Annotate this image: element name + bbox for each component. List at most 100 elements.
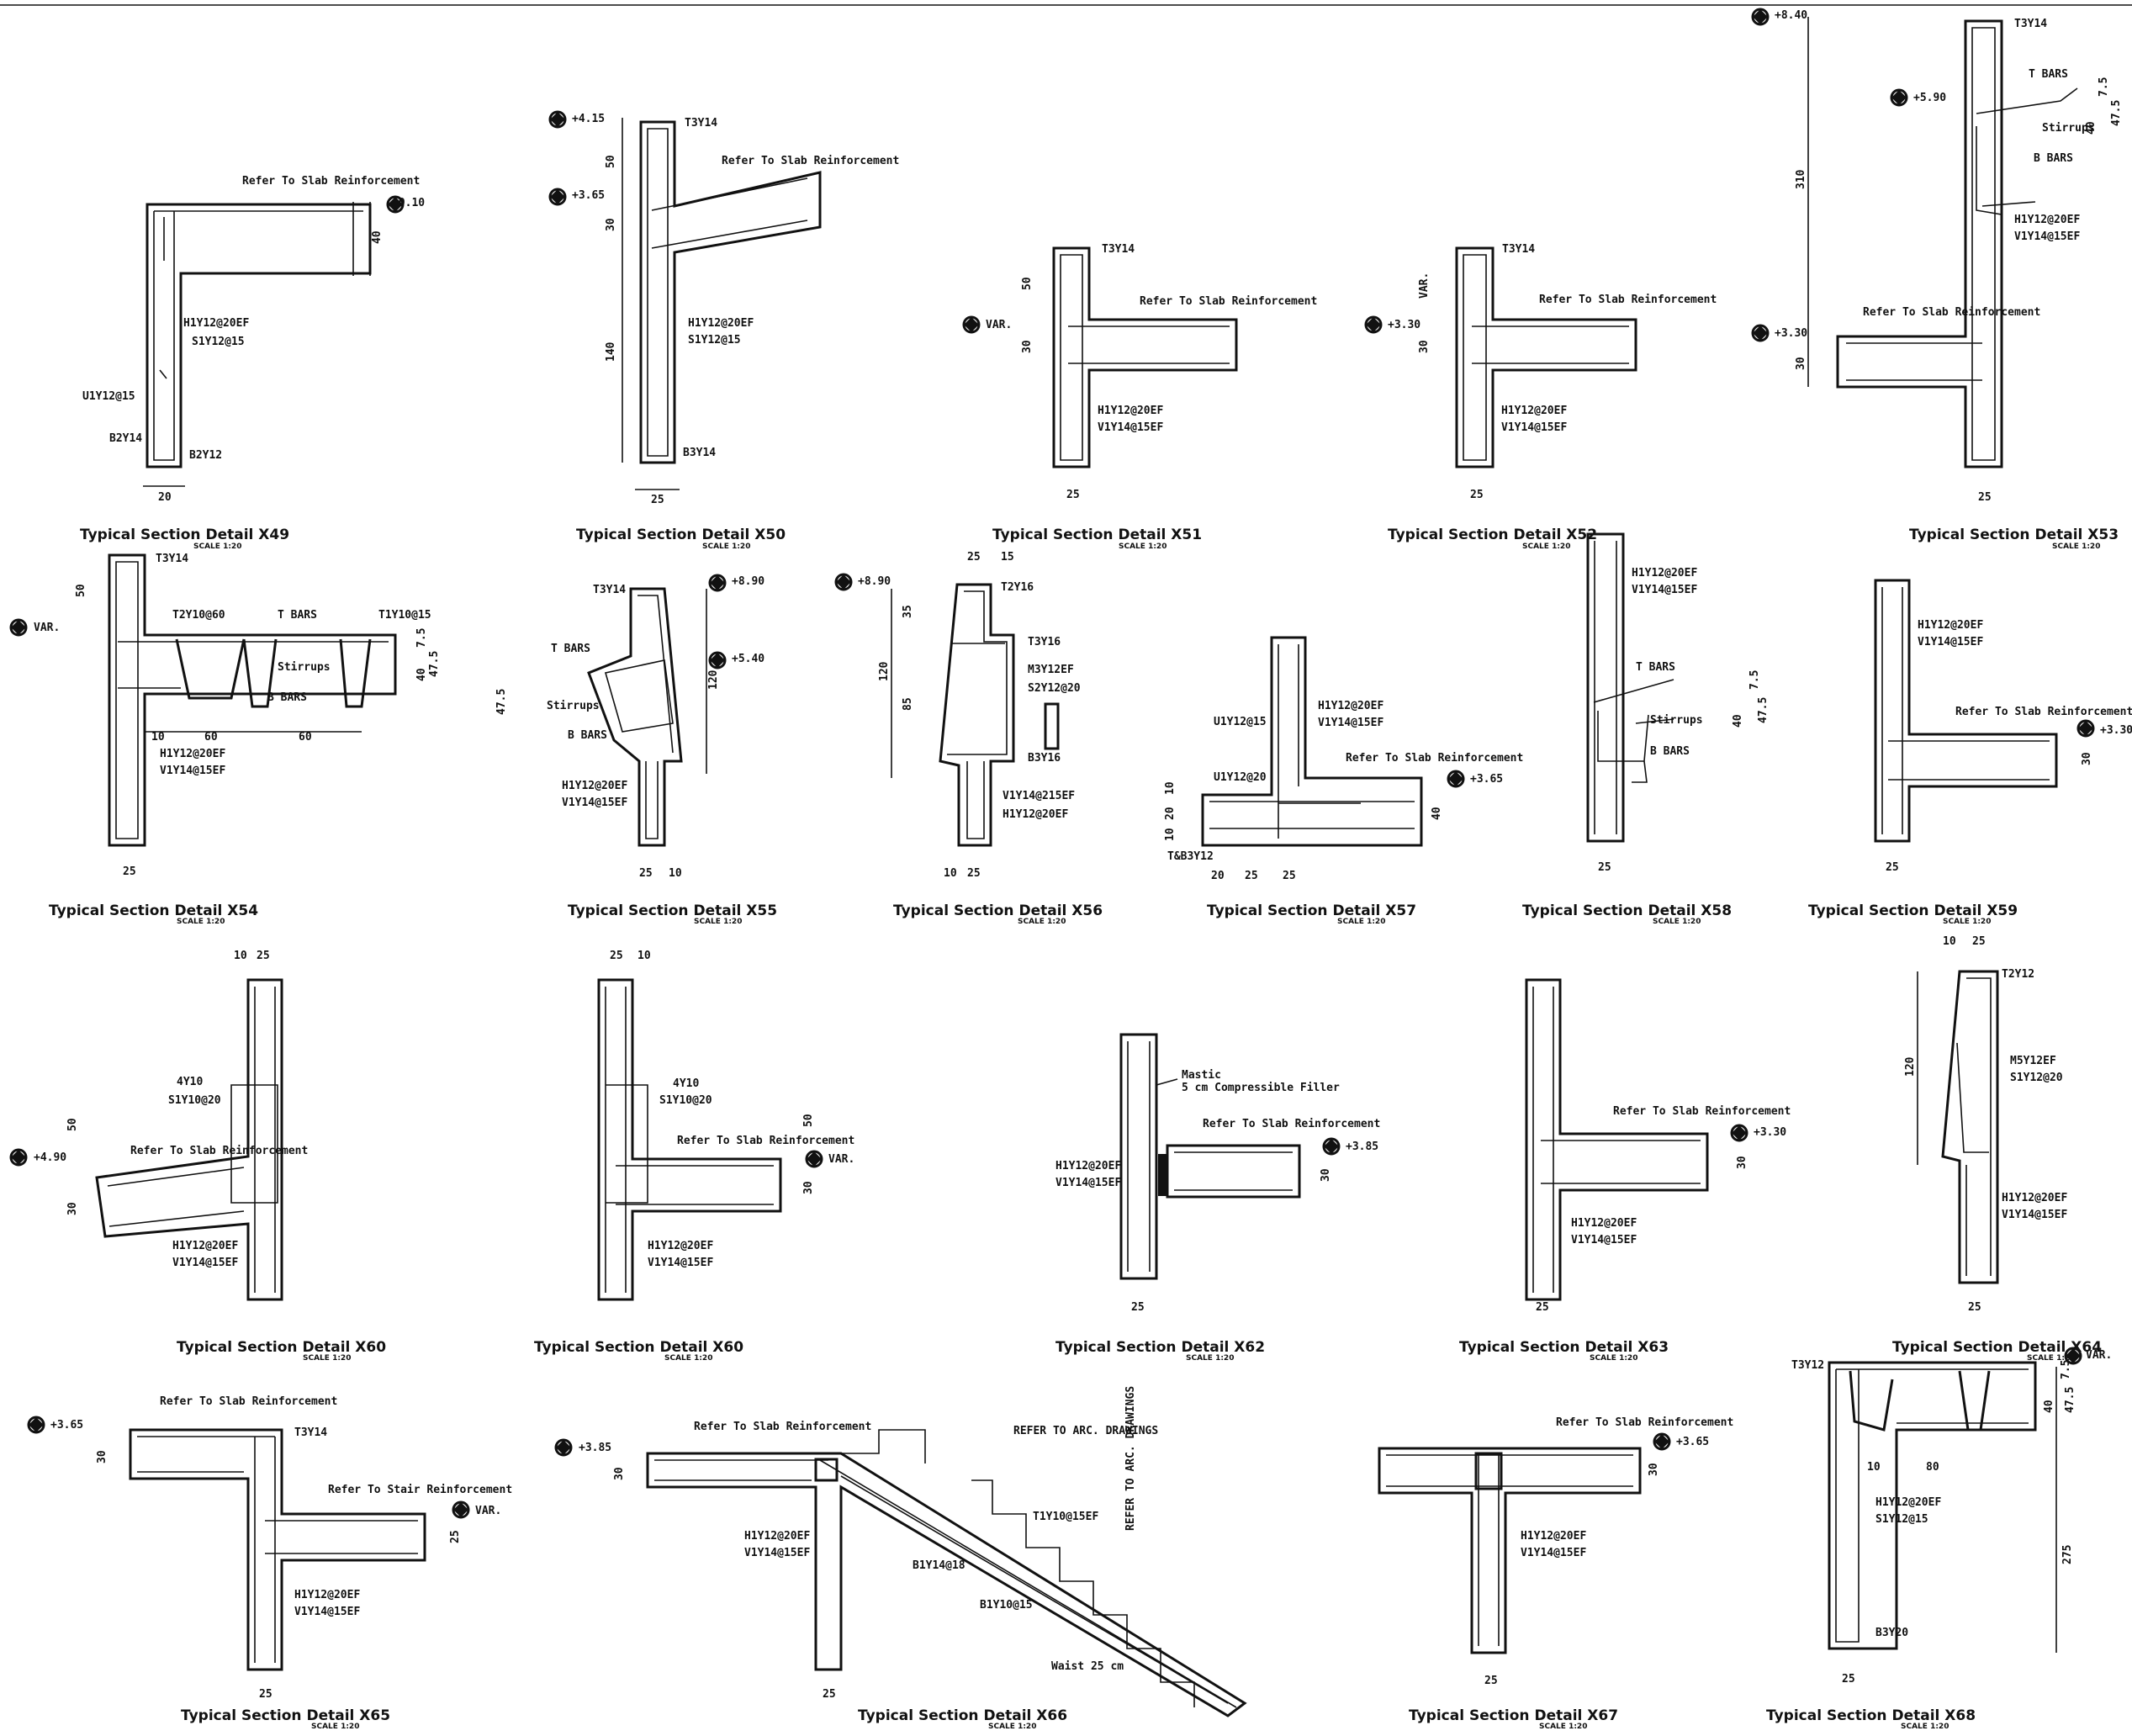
level-marker-icon xyxy=(1753,326,1768,341)
x65-h: H1Y12@20EF xyxy=(294,1589,360,1601)
x63-lv: +3.30 xyxy=(1754,1126,1786,1139)
x55-top: T3Y14 xyxy=(593,584,626,596)
x68-title: Typical Section Detail X68 xyxy=(1766,1707,1976,1724)
x56-w2: 25 xyxy=(967,867,981,880)
x54-h: H1Y12@20EF xyxy=(160,748,225,760)
x56-a: T3Y16 xyxy=(1028,636,1061,648)
detail-x62: Mastic 5 cm Compressible Filler Refer To… xyxy=(1055,1033,1380,1363)
level-marker-icon xyxy=(550,189,565,204)
x58-v: V1Y14@15EF xyxy=(1632,584,1697,596)
x51-title: Typical Section Detail X51 xyxy=(992,527,1202,543)
x55-bb: B BARS xyxy=(568,729,607,742)
x57-slab: Refer To Slab Reinforcement xyxy=(1346,752,1523,765)
x50-w: 25 xyxy=(651,494,664,506)
x61-d1: 50 xyxy=(802,1114,815,1127)
x57-d4: 40 xyxy=(1431,807,1443,820)
x52-lv: +3.30 xyxy=(1388,319,1420,331)
x53-h: H1Y12@20EF xyxy=(2014,214,2080,226)
x57-w2: 25 xyxy=(1245,870,1258,882)
x57-d3: 10 xyxy=(1164,828,1177,841)
detail-x53: T3Y14 +8.40 +5.90 +3.30 T BARS Stirrups … xyxy=(1775,9,2123,551)
x55-title: Typical Section Detail X55 xyxy=(568,902,777,919)
x68-s2: 80 xyxy=(1926,1461,1939,1474)
level-marker-icon xyxy=(11,620,26,635)
level-marker-icon xyxy=(11,1150,26,1165)
x49-u: U1Y12@15 xyxy=(82,390,135,403)
x67-h: H1Y12@20EF xyxy=(1521,1530,1586,1543)
x62-title: Typical Section Detail X62 xyxy=(1055,1339,1265,1356)
x63-v: V1Y14@15EF xyxy=(1571,1234,1637,1246)
x68-b: B3Y20 xyxy=(1875,1627,1908,1639)
x53-d3: 7.5 xyxy=(2098,77,2110,97)
x58-w: 25 xyxy=(1598,861,1611,874)
x55-d1: 120 xyxy=(707,670,720,690)
x52-v: V1Y14@15EF xyxy=(1501,421,1567,434)
x56-f: H1Y12@20EF xyxy=(1003,808,1068,821)
x62-h: H1Y12@20EF xyxy=(1055,1160,1121,1172)
x54-scale: SCALE 1:20 xyxy=(177,918,225,926)
level-marker-icon xyxy=(556,1440,571,1455)
x55-t: T BARS xyxy=(551,643,590,655)
x50-b: B3Y14 xyxy=(683,447,716,459)
x65-stair: Refer To Stair Reinforcement xyxy=(328,1484,512,1496)
x51-slab: Refer To Slab Reinforcement xyxy=(1140,295,1317,308)
detail-x63: Refer To Slab Reinforcement +3.30 30 H1Y… xyxy=(1459,978,1791,1363)
x53-slab: Refer To Slab Reinforcement xyxy=(1863,306,2040,319)
x49-w: 20 xyxy=(158,491,172,504)
x55-d2: 47.5 xyxy=(495,689,508,715)
x56-w0: 25 xyxy=(967,551,981,564)
x61-v: V1Y14@15EF xyxy=(648,1257,713,1269)
x66-w: 25 xyxy=(823,1688,836,1701)
x50-s: S1Y12@15 xyxy=(688,334,741,347)
x67-w: 25 xyxy=(1484,1675,1498,1687)
x56-b: M3Y12EF xyxy=(1028,664,1074,676)
x64-v: V1Y14@15EF xyxy=(2002,1209,2067,1221)
x61-b: S1Y10@20 xyxy=(659,1094,712,1107)
x57-b: T&B3Y12 xyxy=(1167,850,1214,863)
x60-v: V1Y14@15EF xyxy=(172,1257,238,1269)
detail-x67: Refer To Slab Reinforcement +3.65 H1Y12@… xyxy=(1378,1416,1733,1731)
detail-x64: T2Y12 M5Y12EF S1Y12@20 H1Y12@20EF V1Y14@… xyxy=(1892,935,2102,1363)
x49-s: S1Y12@15 xyxy=(192,336,245,348)
detail-x51: T3Y14 VAR. Refer To Slab Reinforcement 5… xyxy=(986,243,1317,551)
x55-st: Stirrups xyxy=(547,700,600,712)
x55-h: H1Y12@20EF xyxy=(562,780,627,792)
x51-scale: SCALE 1:20 xyxy=(1119,542,1167,551)
x65-lv2: VAR. xyxy=(475,1505,501,1517)
x58-title: Typical Section Detail X58 xyxy=(1522,902,1732,919)
x63-w: 25 xyxy=(1536,1301,1549,1314)
x66-arc: REFER TO ARC. DRAWINGS xyxy=(1013,1425,1158,1437)
x55-w1: 25 xyxy=(639,867,653,880)
x66-title: Typical Section Detail X66 xyxy=(858,1707,1067,1724)
detail-x60: 4Y10 S1Y10@20 Refer To Slab Reinforcemen… xyxy=(34,950,386,1363)
x58-st: Stirrups xyxy=(1650,714,1703,727)
x64-w: 25 xyxy=(1968,1301,1981,1314)
x65-lv1: +3.65 xyxy=(50,1419,83,1432)
detail-x54: T3Y14 VAR. T2Y10@60 T BARS T1Y10@15 Stir… xyxy=(34,553,441,926)
x53-d5: 47.5 xyxy=(2110,100,2123,126)
x66-h: H1Y12@20EF xyxy=(744,1530,810,1543)
x64-scale: SCALE 1:20 xyxy=(2027,1354,2075,1363)
level-marker-icon xyxy=(1324,1139,1339,1154)
level-marker-icon xyxy=(388,197,403,212)
detail-x66: Refer To Slab Reinforcement REFER TO ARC… xyxy=(579,1386,1247,1731)
detail-x56: T2Y16 +8.90 T3Y16 M3Y12EF S2Y12@20 B3Y16… xyxy=(858,551,1103,926)
x54-d1: 50 xyxy=(75,584,87,597)
x54-d3: 40 xyxy=(415,668,428,681)
x67-d: 30 xyxy=(1648,1463,1660,1476)
x55-lv1: +8.90 xyxy=(732,575,764,588)
x49-b1: B2Y14 xyxy=(109,432,142,445)
x53-d4: 40 xyxy=(2085,121,2098,135)
x57-w3: 25 xyxy=(1283,870,1296,882)
x64-title: Typical Section Detail X64 xyxy=(1892,1339,2102,1356)
x56-c: S2Y12@20 xyxy=(1028,682,1081,695)
x56-d: B3Y16 xyxy=(1028,752,1061,765)
x54-v: V1Y14@15EF xyxy=(160,765,225,777)
level-marker-icon xyxy=(1448,771,1463,786)
x53-st: Stirrups xyxy=(2042,122,2095,135)
x62-m2: 5 cm Compressible Filler xyxy=(1182,1082,1340,1094)
x56-scale: SCALE 1:20 xyxy=(1018,918,1066,926)
level-marker-icon xyxy=(550,112,565,127)
